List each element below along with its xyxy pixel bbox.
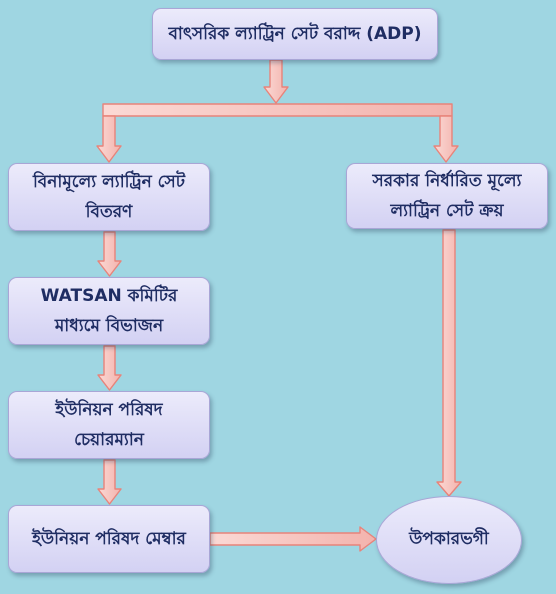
adp-allocation-box: বাৎসরিক ল্যাট্রিন সেট বরাদ্দ (ADP) <box>152 8 438 60</box>
arrow-govt-price-to-beneficiary <box>436 229 462 497</box>
beneficiary-ellipse: উপকারভগী <box>376 496 522 584</box>
watsan-box: WATSAN কমিটির মাধ্যমে বিভাজন <box>8 277 210 345</box>
chairman-box: ইউনিয়ন পরিষদ চেয়ারম্যান <box>8 391 210 459</box>
arrow-branch-to-govt-price <box>433 115 459 163</box>
branch-bar <box>102 103 453 117</box>
govt-price-box: সরকার নির্ধারিত মূল্যে ল্যাট্রিন সেট ক্র… <box>346 163 548 229</box>
free-distribution-label: বিনামূল্যে ল্যাট্রিন সেট বিতরণ <box>32 172 186 222</box>
adp-allocation-label: বাৎসরিক ল্যাট্রিন সেট বরাদ্দ (ADP) <box>168 24 422 44</box>
arrow-adp-to-branch <box>263 59 289 104</box>
arrow-branch-to-free-distribution <box>96 115 122 163</box>
member-label: ইউনিয়ন পরিষদ মেম্বার <box>32 529 186 549</box>
arrow-watsan-to-chairman <box>97 345 122 391</box>
govt-price-label: সরকার নির্ধারিত মূল্যে ল্যাট্রিন সেট ক্র… <box>372 171 522 221</box>
arrow-chairman-to-member <box>97 459 122 505</box>
arrow-member-to-beneficiary <box>209 526 377 552</box>
member-box: ইউনিয়ন পরিষদ মেম্বার <box>8 505 210 573</box>
beneficiary-label: উপকারভগী <box>409 529 489 549</box>
chairman-label: ইউনিয়ন পরিষদ চেয়ারম্যান <box>55 400 163 450</box>
free-distribution-box: বিনামূল্যে ল্যাট্রিন সেট বিতরণ <box>8 163 210 231</box>
arrow-free-distribution-to-watsan <box>97 231 122 277</box>
watsan-label: WATSAN কমিটির মাধ্যমে বিভাজন <box>40 286 178 336</box>
